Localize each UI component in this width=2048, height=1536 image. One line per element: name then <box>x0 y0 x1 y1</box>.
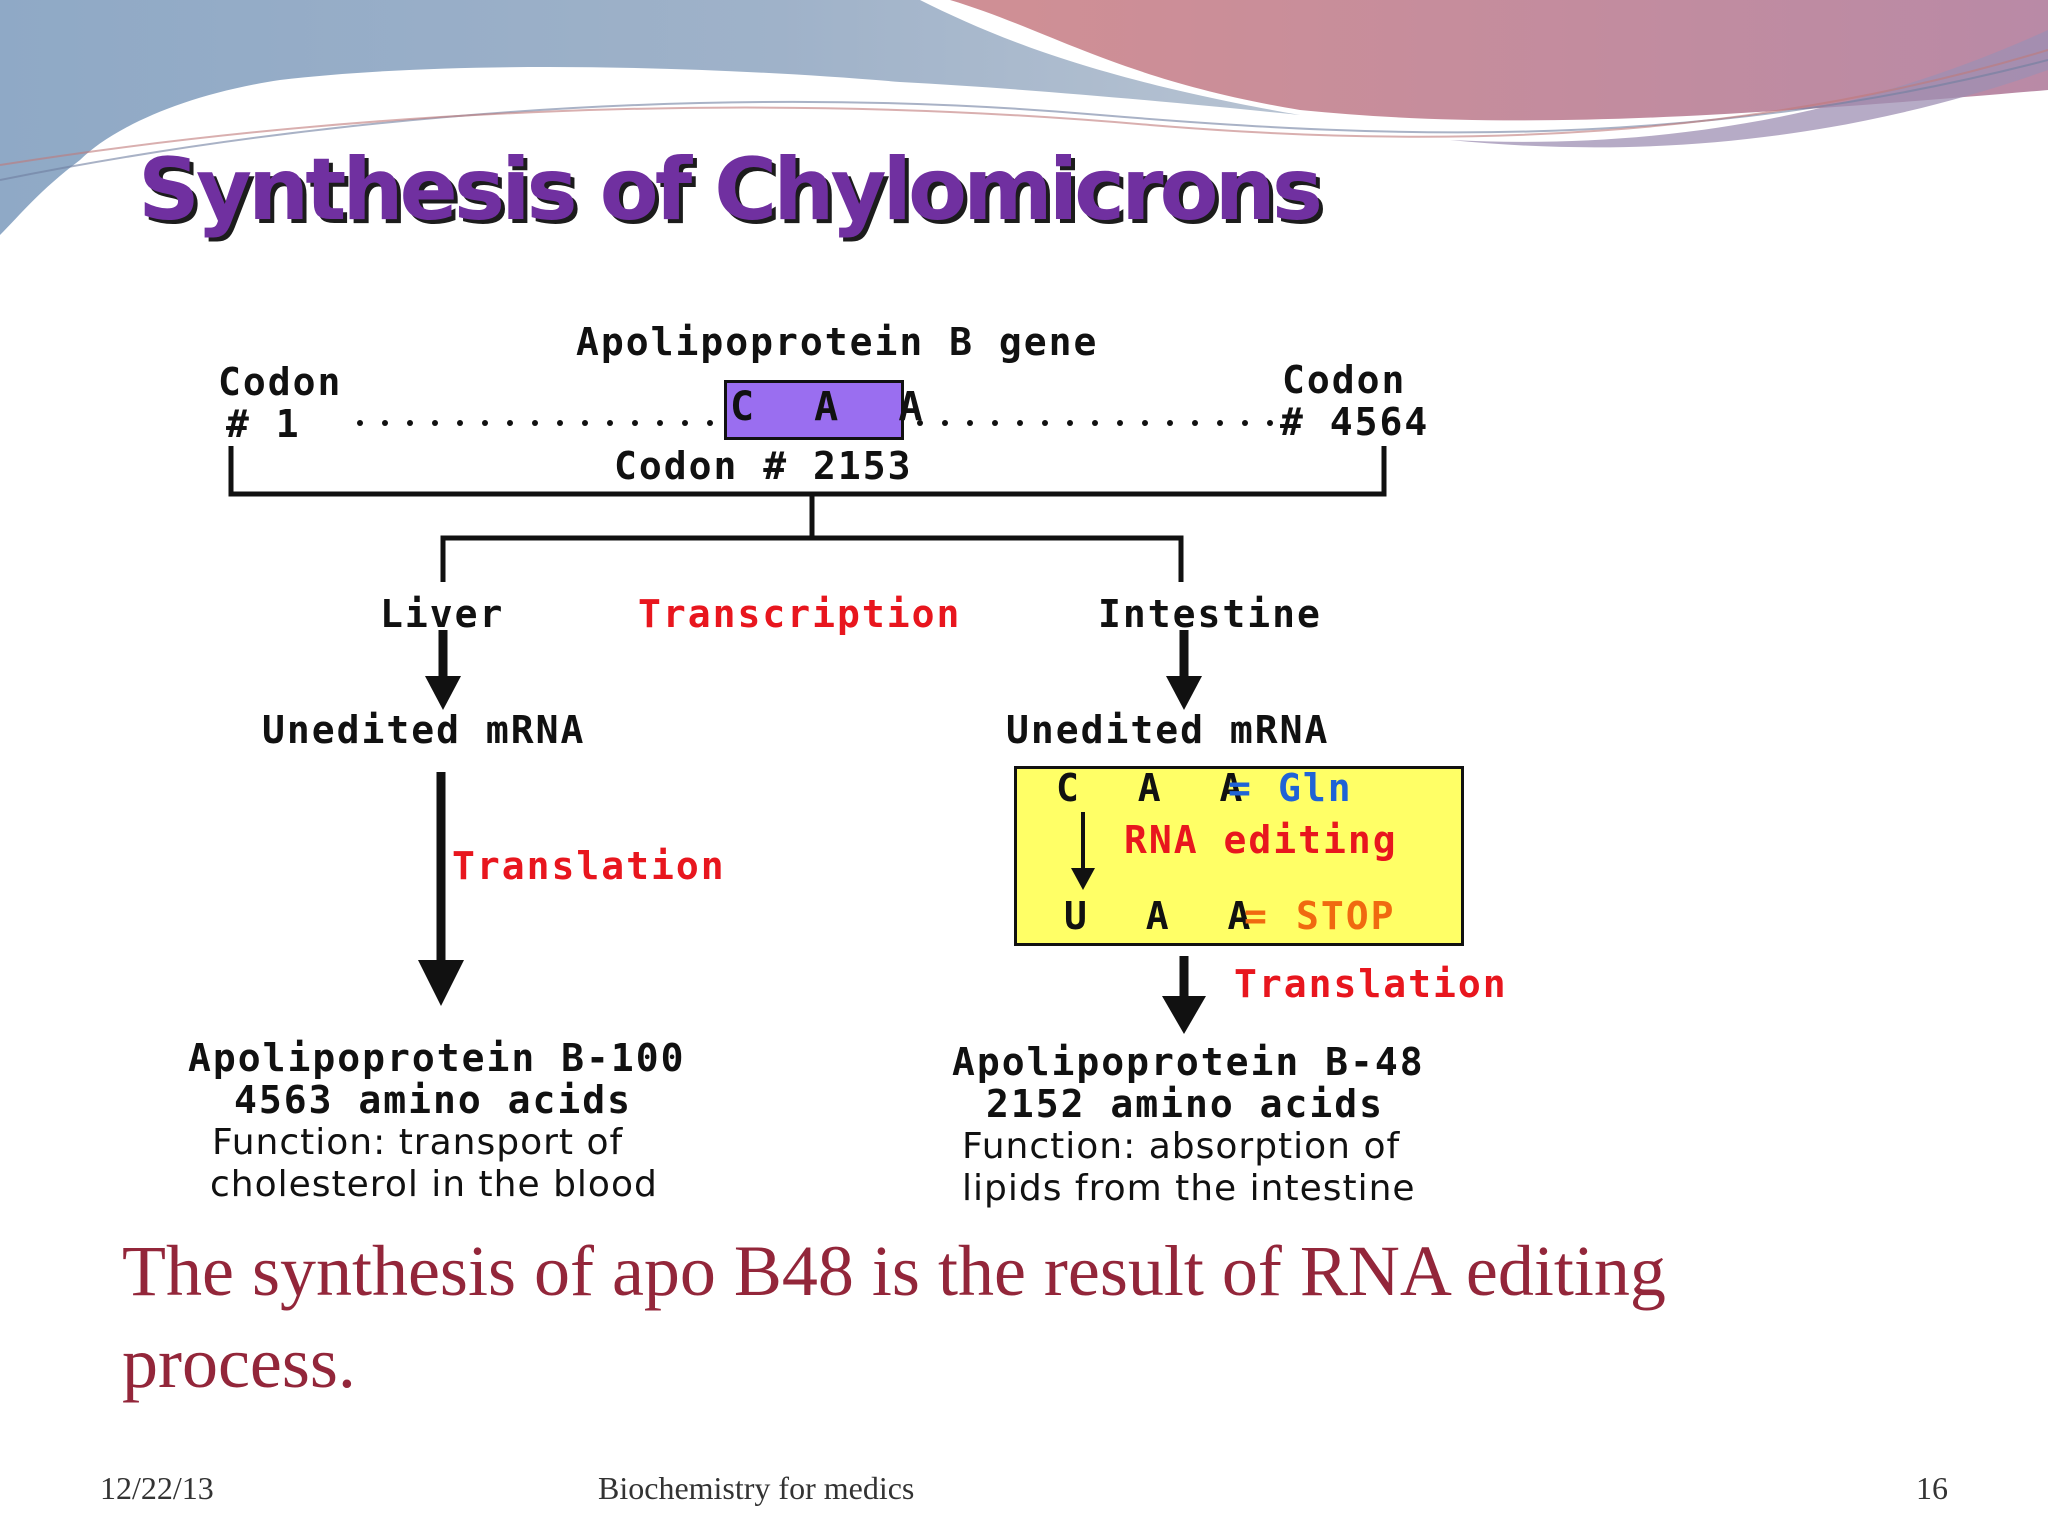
edit-bottom-codon: U A A <box>1064 894 1269 938</box>
codon-mid-label: Codon # 2153 <box>614 444 913 488</box>
footer-page-number: 16 <box>1916 1470 1948 1506</box>
apob48-size: 2152 amino acids <box>986 1082 1385 1126</box>
tissue-split-line <box>440 535 1184 582</box>
transcription-label: Transcription <box>638 592 962 636</box>
codon-right-label: Codon <box>1282 358 1407 402</box>
apob48-function-2: lipids from the intestine <box>962 1168 1416 1209</box>
edit-rna-editing-label: RNA editing <box>1124 818 1398 862</box>
apob100-name: Apolipoprotein B-100 <box>188 1036 686 1080</box>
gene-label: Apolipoprotein B gene <box>576 320 1099 364</box>
edit-top-equals: = <box>1228 766 1253 810</box>
header-wave-decoration <box>0 0 2048 235</box>
gene-dotted-line <box>357 420 1273 426</box>
left-mrna-label: Unedited mRNA <box>262 708 586 752</box>
arrow-right-translation-icon <box>1162 996 1206 1034</box>
edit-top-codon: C A A <box>1056 766 1261 810</box>
slide-title: Synthesis of Chylomicrons <box>138 140 1323 240</box>
right-mrna-label: Unedited mRNA <box>1006 708 1330 752</box>
codon-2153-box <box>724 380 904 440</box>
arrow-liver-icon <box>425 676 461 710</box>
apob48-name: Apolipoprotein B-48 <box>952 1040 1425 1084</box>
footer-center: Biochemistry for medics <box>598 1470 915 1506</box>
footer-date: 12/22/13 <box>100 1470 214 1506</box>
codon-left-label: Codon <box>218 360 343 404</box>
edit-gln: Gln <box>1278 766 1353 810</box>
apob100-size: 4563 amino acids <box>234 1078 633 1122</box>
arrow-left-translation-icon <box>418 960 464 1006</box>
right-translation-label: Translation <box>1234 962 1508 1006</box>
edit-stop: STOP <box>1296 894 1396 938</box>
apob100-function-1: Function: transport of <box>212 1122 624 1163</box>
codon-left-number: # 1 <box>226 402 301 446</box>
intestine-label: Intestine <box>1098 592 1322 636</box>
arrow-intestine-icon <box>1166 676 1202 710</box>
gene-bracket <box>228 446 1387 497</box>
edit-bottom-equals: = <box>1244 894 1269 938</box>
codon-right-number: # 4564 <box>1280 400 1430 444</box>
apob48-function-1: Function: absorption of <box>962 1126 1401 1167</box>
rna-editing-box <box>1014 766 1464 946</box>
liver-label: Liver <box>380 592 505 636</box>
slide-caption: The synthesis of apo B48 is the result o… <box>122 1231 1666 1403</box>
apob100-function-2: cholesterol in the blood <box>210 1164 658 1205</box>
codon-mid-sequence: C A A <box>730 384 941 430</box>
left-translation-label: Translation <box>452 844 726 888</box>
edit-down-arrow-icon <box>1071 812 1095 890</box>
